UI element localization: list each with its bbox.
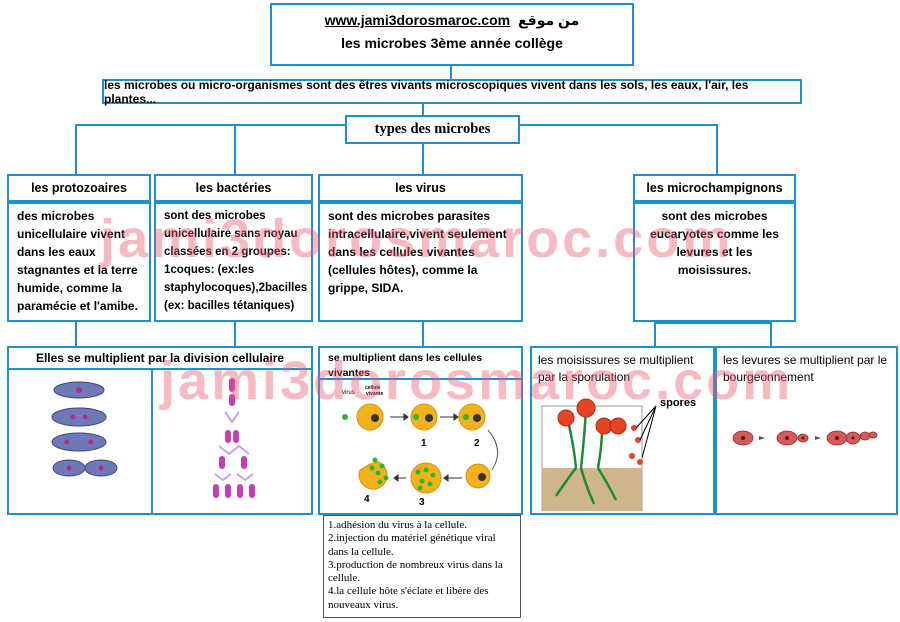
type-name: les virus <box>395 181 446 195</box>
protozoa-division-svg <box>51 381 118 477</box>
page-title: les microbes 3ème année collège <box>341 35 563 51</box>
definition-text: les microbes ou micro-organismes sont de… <box>104 77 749 106</box>
virus-multiplication-title: se multiplient dans les cellules vivante… <box>320 348 521 380</box>
virus-steps-box: 1.adhésion du virus à la cellule. 2.inje… <box>323 515 521 618</box>
spores-label: spores <box>660 397 696 409</box>
type-description: sont des microbes eucaryotes comme les l… <box>650 209 779 277</box>
virus-multiplication-box: se multiplient dans les cellules vivante… <box>318 346 523 515</box>
protozoa-division-figure <box>7 368 153 515</box>
connector <box>234 322 236 346</box>
sporulation-svg: spores <box>541 397 696 511</box>
virus-cycle-svg: virus cellule vivante <box>342 385 499 508</box>
virus-step: 4.la cellule hôte s'éclate et libère des… <box>328 585 489 611</box>
virus-step: 2.injection du matériel génétique viral … <box>328 532 496 558</box>
type-header-microchampignons: les microchampignons <box>633 174 796 202</box>
type-name: les protozoaires <box>31 181 127 195</box>
virus-step: 3.production de nombreux virus dans la c… <box>328 558 503 585</box>
bacteria-division-svg <box>213 378 255 498</box>
site-link[interactable]: www.jami3dorosmaroc.com <box>324 12 511 28</box>
bacteria-division-figure <box>151 368 313 515</box>
definition-box: les microbes ou micro-organismes sont de… <box>102 77 802 106</box>
connector <box>654 322 656 346</box>
connector <box>422 322 424 346</box>
connector <box>75 322 77 346</box>
levures-text: les levures se multiplient par le bourge… <box>723 353 888 384</box>
connector <box>450 64 452 80</box>
connector <box>75 124 77 174</box>
connector <box>716 124 718 174</box>
type-name: les microchampignons <box>646 181 783 195</box>
moisissures-text: les moisissures se multiplient par la sp… <box>538 353 694 384</box>
step-number: 2 <box>474 438 480 449</box>
site-prefix: من موقع <box>517 12 580 28</box>
cell-label: cellule <box>365 385 381 391</box>
moisissures-box: les moisissures se multiplient par la sp… <box>530 346 715 515</box>
cell-division-text: Elles se multiplient par la division cel… <box>35 351 285 365</box>
step-number: 1 <box>421 438 427 449</box>
type-header-bacteries: les bactéries <box>154 174 313 202</box>
type-description: sont des microbes unicellulaire sans noy… <box>164 210 308 312</box>
type-description: sont des microbes parasites intracellula… <box>328 209 507 295</box>
type-description: des microbes unicellulaire vivent dans l… <box>17 209 138 313</box>
type-desc-virus: sont des microbes parasites intracellula… <box>318 202 523 322</box>
type-desc-protozoaires: des microbes unicellulaire vivent dans l… <box>7 202 151 322</box>
virus-label: virus <box>342 390 355 396</box>
type-desc-microchampignons: sont des microbes eucaryotes comme les l… <box>633 202 796 322</box>
levures-box: les levures se multiplient par le bourge… <box>715 346 898 515</box>
budding-svg <box>732 430 878 446</box>
virus-step: 1.adhésion du virus à la cellule. <box>328 519 467 531</box>
cell-label: vivante <box>366 391 383 397</box>
connector <box>770 322 772 346</box>
cell-division-header: Elles se multiplient par la division cel… <box>7 346 313 370</box>
step-number: 4 <box>364 494 370 505</box>
connector <box>234 124 236 174</box>
step-number: 3 <box>419 497 425 508</box>
type-name: les bactéries <box>195 181 272 195</box>
types-title-box: types des microbes <box>345 115 520 144</box>
header-box: www.jami3dorosmaroc.com من موقع les micr… <box>270 3 634 66</box>
type-desc-bacteries: sont des microbes unicellulaire sans noy… <box>154 202 313 322</box>
type-header-protozoaires: les protozoaires <box>7 174 151 202</box>
connector <box>654 322 772 324</box>
type-header-virus: les virus <box>318 174 523 202</box>
types-title: types des microbes <box>374 121 491 137</box>
